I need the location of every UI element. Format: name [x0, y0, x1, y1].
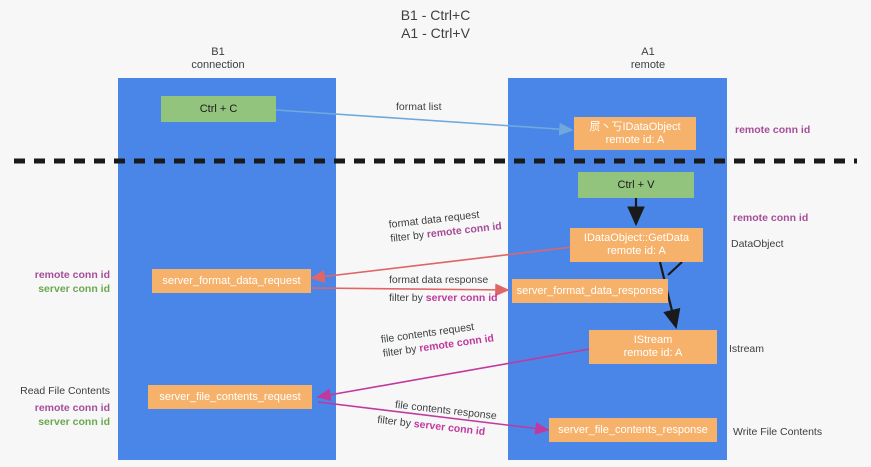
box-ctrl-v-label: Ctrl + V	[617, 178, 655, 191]
filter-prefix: filter by	[389, 228, 428, 245]
edge-label-format-list: format list	[396, 100, 442, 114]
edge-label-format-data-request: format data request filter by remote con…	[388, 205, 502, 246]
annotation-right-write-file-contents: Write File Contents	[733, 425, 822, 439]
annotation-left-conn-ids-bottom: remote conn id server conn id	[0, 401, 110, 429]
box-ctrl-c-label: Ctrl + C	[199, 102, 238, 115]
box-idataobject-getdata[interactable]: IDataObject::GetData remote id: A	[570, 228, 703, 262]
annotation-right-istream: Istream	[729, 342, 764, 356]
filter-prefix: filter by	[382, 342, 421, 360]
edge-label-format-data-response-text: format data response	[389, 274, 489, 286]
edge-label-format-list-text: format list	[396, 101, 442, 113]
filter-key-server-conn-id: server conn id	[425, 292, 498, 304]
box-server-file-contents-request[interactable]: server_file_contents_request	[148, 385, 312, 409]
box-istream-line-1: IStream	[633, 334, 673, 346]
filter-key-server-conn-id: server conn id	[413, 418, 486, 439]
annotation-remote-conn-id-text: remote conn id	[34, 269, 110, 281]
annotation-dataobject-text: DataObject	[731, 238, 784, 250]
annotation-remote-conn-id-text: remote conn id	[34, 402, 110, 414]
annotation-server-conn-id-text: server conn id	[38, 283, 110, 295]
diagram-title-line-2: A1 - Ctrl+V	[401, 25, 470, 41]
annotation-write-file-contents-text: Write File Contents	[733, 426, 823, 438]
annotation-right-dataobject: DataObject	[731, 237, 784, 251]
lane-header-b1: B1 connection	[140, 46, 296, 72]
lane-header-b1-line-2: connection	[191, 59, 245, 71]
box-idataobject-getdata-line-2: remote id: A	[607, 245, 666, 257]
annotation-istream-text: Istream	[729, 343, 765, 355]
box-idataobject-remote[interactable]: 屃丶丂IDataObject remote id: A	[574, 117, 696, 150]
box-ctrl-v[interactable]: Ctrl + V	[578, 172, 694, 198]
annotation-right-remote-conn-id-mid: remote conn id	[733, 211, 808, 225]
box-server-file-contents-response[interactable]: server_file_contents_response	[549, 418, 717, 442]
annotation-left-read-file-contents: Read File Contents	[0, 384, 110, 398]
edge-label-file-contents-request: file contents request filter by remote c…	[380, 317, 495, 360]
box-idataobject-remote-line-2: remote id: A	[605, 133, 665, 146]
annotation-right-remote-conn-id-top: remote conn id	[735, 123, 810, 137]
filter-prefix: filter by	[376, 413, 415, 430]
box-istream[interactable]: IStream remote id: A	[589, 330, 717, 364]
annotation-remote-conn-id-text: remote conn id	[733, 212, 809, 224]
box-server-file-contents-request-label: server_file_contents_request	[159, 390, 301, 403]
lane-header-b1-line-1: B1	[211, 46, 225, 58]
annotation-read-file-contents-text: Read File Contents	[20, 385, 110, 397]
box-server-format-data-response[interactable]: server_format_data_response	[512, 279, 668, 303]
edge-label-format-data-response: format data response filter by server co…	[389, 273, 498, 305]
box-server-file-contents-response-label: server_file_contents_response	[558, 423, 708, 436]
box-server-format-data-request-label: server_format_data_request	[162, 274, 301, 287]
annotation-remote-conn-id-text: remote conn id	[735, 124, 811, 136]
box-server-format-data-request[interactable]: server_format_data_request	[152, 269, 311, 293]
filter-prefix: filter by	[389, 292, 426, 304]
diagram-title-line-1: B1 - Ctrl+C	[400, 7, 471, 23]
lane-header-a1: A1 remote	[549, 46, 747, 72]
diagram-title: B1 - Ctrl+C A1 - Ctrl+V	[0, 6, 871, 42]
box-server-format-data-response-label: server_format_data_response	[516, 284, 664, 297]
annotation-left-conn-ids-top: remote conn id server conn id	[0, 268, 110, 296]
edge-label-format-data-response-filter: filter by server conn id	[389, 291, 498, 305]
box-idataobject-remote-line-1: 屃丶丂IDataObject	[589, 120, 681, 133]
box-istream-line-2: remote id: A	[623, 347, 683, 359]
annotation-server-conn-id-text: server conn id	[38, 416, 110, 428]
box-ctrl-c[interactable]: Ctrl + C	[161, 96, 276, 122]
lane-header-a1-line-2: remote	[630, 59, 666, 71]
lane-header-a1-line-1: A1	[641, 46, 655, 58]
edge-label-file-contents-response: file contents response filter by server …	[376, 396, 498, 440]
box-idataobject-getdata-line-1: IDataObject::GetData	[583, 232, 690, 244]
